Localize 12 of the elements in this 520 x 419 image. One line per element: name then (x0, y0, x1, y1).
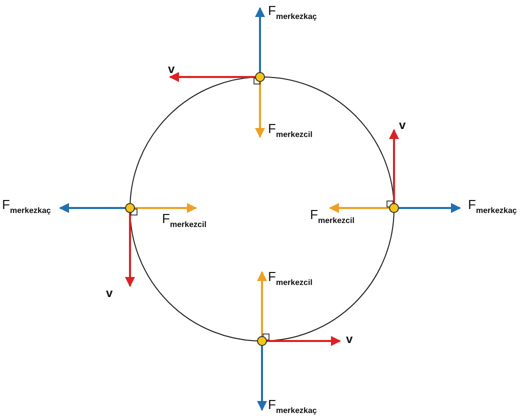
vector-label: F$_{merkezcil}$ (162, 212, 206, 231)
vector-label: v (399, 118, 406, 132)
vector-label: v (106, 286, 113, 300)
vector-label: F$_{merkezkaç}$ (268, 398, 317, 417)
vector-label: v (346, 332, 353, 346)
vector-label: F$_{merkezcil}$ (268, 270, 312, 289)
vector-label: F$_{merkezkaç}$ (2, 198, 51, 217)
vector-label: F$_{merkezkaç}$ (468, 198, 517, 217)
vector-label: F$_{merkezcil}$ (310, 208, 354, 227)
vector-label: F$_{merkezkaç}$ (268, 4, 317, 23)
vector-label: v (168, 62, 175, 76)
vector-label: F$_{merkezcil}$ (268, 122, 312, 141)
